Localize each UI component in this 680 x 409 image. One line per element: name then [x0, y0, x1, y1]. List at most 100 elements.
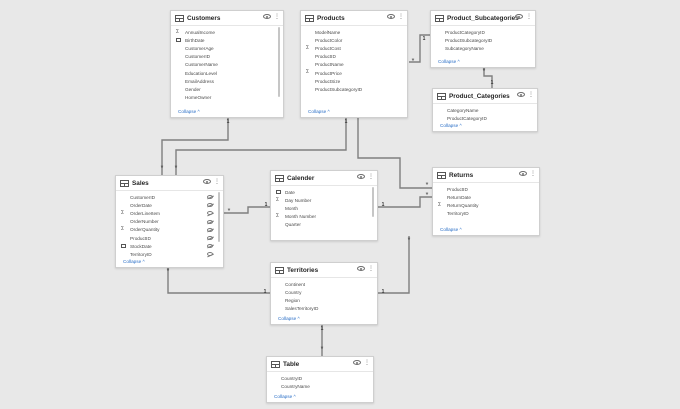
- field-row[interactable]: EducationLevel: [171, 69, 283, 77]
- table-header[interactable]: Calender ⋮: [271, 171, 377, 186]
- field-row[interactable]: ReturnDate: [433, 193, 539, 201]
- table-header[interactable]: Product_Subcategories ⋮: [431, 11, 535, 26]
- field-row[interactable]: StockDate: [116, 242, 223, 250]
- field-row[interactable]: ProductID: [301, 53, 407, 61]
- table-header[interactable]: Sales ⋮: [116, 176, 223, 191]
- field-row[interactable]: Month: [271, 204, 377, 212]
- field-row[interactable]: Date: [271, 188, 377, 196]
- hidden-eye-icon[interactable]: [207, 252, 213, 257]
- field-row[interactable]: ProductCategoryID: [433, 114, 537, 122]
- eye-icon[interactable]: [387, 14, 395, 19]
- scrollbar[interactable]: [218, 192, 220, 242]
- collapse-link[interactable]: Collapse ^: [438, 59, 460, 64]
- field-row[interactable]: SalesTerritoryID: [271, 305, 377, 313]
- collapse-link[interactable]: Collapse ^: [123, 259, 145, 264]
- more-options-icon[interactable]: ⋮: [364, 360, 370, 366]
- field-row[interactable]: CustomerName: [171, 61, 283, 69]
- table-header[interactable]: Returns ⋮: [433, 168, 539, 183]
- table-header[interactable]: Products ⋮: [301, 11, 407, 26]
- field-row[interactable]: Region: [271, 296, 377, 304]
- table-header[interactable]: Customers ⋮: [171, 11, 283, 26]
- table-header[interactable]: Territories ⋮: [271, 263, 377, 278]
- more-options-icon[interactable]: ⋮: [530, 171, 536, 177]
- more-options-icon[interactable]: ⋮: [528, 92, 534, 98]
- field-row[interactable]: Country: [271, 288, 377, 296]
- field-row[interactable]: Quarter: [271, 221, 377, 229]
- field-row[interactable]: CountryName: [267, 382, 373, 390]
- hidden-eye-icon[interactable]: [207, 195, 213, 199]
- hidden-eye-icon[interactable]: [207, 244, 213, 249]
- field-row[interactable]: ProductID: [116, 234, 223, 242]
- field-row[interactable]: BirthDate: [171, 36, 283, 44]
- collapse-link[interactable]: Collapse ^: [278, 316, 300, 321]
- field-row[interactable]: CategoryName: [433, 106, 537, 114]
- eye-icon[interactable]: [203, 179, 211, 184]
- table-header[interactable]: Table ⋮: [267, 357, 373, 372]
- field-row[interactable]: CustomerID: [171, 53, 283, 61]
- field-row[interactable]: CustomerAge: [171, 44, 283, 52]
- eye-icon[interactable]: [357, 266, 365, 271]
- more-options-icon[interactable]: ⋮: [368, 266, 374, 272]
- collapse-link[interactable]: Collapse ^: [440, 123, 462, 128]
- more-options-icon[interactable]: ⋮: [398, 14, 404, 20]
- field-row[interactable]: ModelName: [301, 28, 407, 36]
- eye-icon[interactable]: [515, 14, 523, 19]
- more-options-icon[interactable]: ⋮: [526, 14, 532, 20]
- field-row[interactable]: OrderNumber: [116, 218, 223, 226]
- table-header[interactable]: Product_Categories ⋮: [433, 89, 537, 104]
- field-row[interactable]: EmailAddress: [171, 77, 283, 85]
- field-row[interactable]: ProductCategoryID: [431, 28, 535, 36]
- field-row[interactable]: CustomerID: [116, 193, 223, 201]
- eye-icon[interactable]: [263, 14, 271, 19]
- field-row[interactable]: SubcategoryName: [431, 44, 535, 52]
- field-row[interactable]: ProductSubcategoryID: [301, 85, 407, 93]
- collapse-link[interactable]: Collapse ^: [178, 109, 200, 114]
- field-row[interactable]: Gender: [171, 85, 283, 93]
- hidden-eye-icon[interactable]: [207, 203, 213, 208]
- more-options-icon[interactable]: ⋮: [214, 179, 220, 185]
- field-row[interactable]: ProductName: [301, 61, 407, 69]
- eye-icon[interactable]: [519, 171, 527, 176]
- field-row[interactable]: ProductSubcategoryID: [431, 36, 535, 44]
- field-row[interactable]: Continent: [271, 280, 377, 288]
- scrollbar[interactable]: [278, 27, 280, 97]
- field-row[interactable]: CountryID: [267, 374, 373, 382]
- table-card-product-subcategories[interactable]: Product_Subcategories ⋮ ProductCategoryI…: [430, 10, 536, 68]
- hidden-eye-icon[interactable]: [207, 227, 213, 232]
- field-row[interactable]: ProductSize: [301, 77, 407, 85]
- field-row[interactable]: ProductColor: [301, 36, 407, 44]
- scrollbar[interactable]: [372, 187, 374, 217]
- eye-icon[interactable]: [357, 174, 365, 179]
- collapse-link[interactable]: Collapse ^: [440, 227, 462, 232]
- hidden-eye-icon[interactable]: [207, 219, 213, 224]
- field-row[interactable]: TerritoryID: [433, 210, 539, 218]
- eye-icon[interactable]: [517, 92, 525, 97]
- collapse-link[interactable]: Collapse ^: [308, 109, 330, 114]
- more-options-icon[interactable]: ⋮: [368, 174, 374, 180]
- eye-icon[interactable]: [353, 360, 361, 365]
- field-row[interactable]: ProductID: [433, 185, 539, 193]
- more-options-icon[interactable]: ⋮: [274, 14, 280, 20]
- field-row[interactable]: OrderDate: [116, 201, 223, 209]
- hidden-eye-icon[interactable]: [207, 235, 213, 240]
- hidden-eye-icon[interactable]: [207, 211, 213, 216]
- field-row[interactable]: TerritoryID: [116, 250, 223, 258]
- collapse-link[interactable]: Collapse ^: [274, 394, 296, 399]
- field-row[interactable]: HomeOwner: [171, 94, 283, 102]
